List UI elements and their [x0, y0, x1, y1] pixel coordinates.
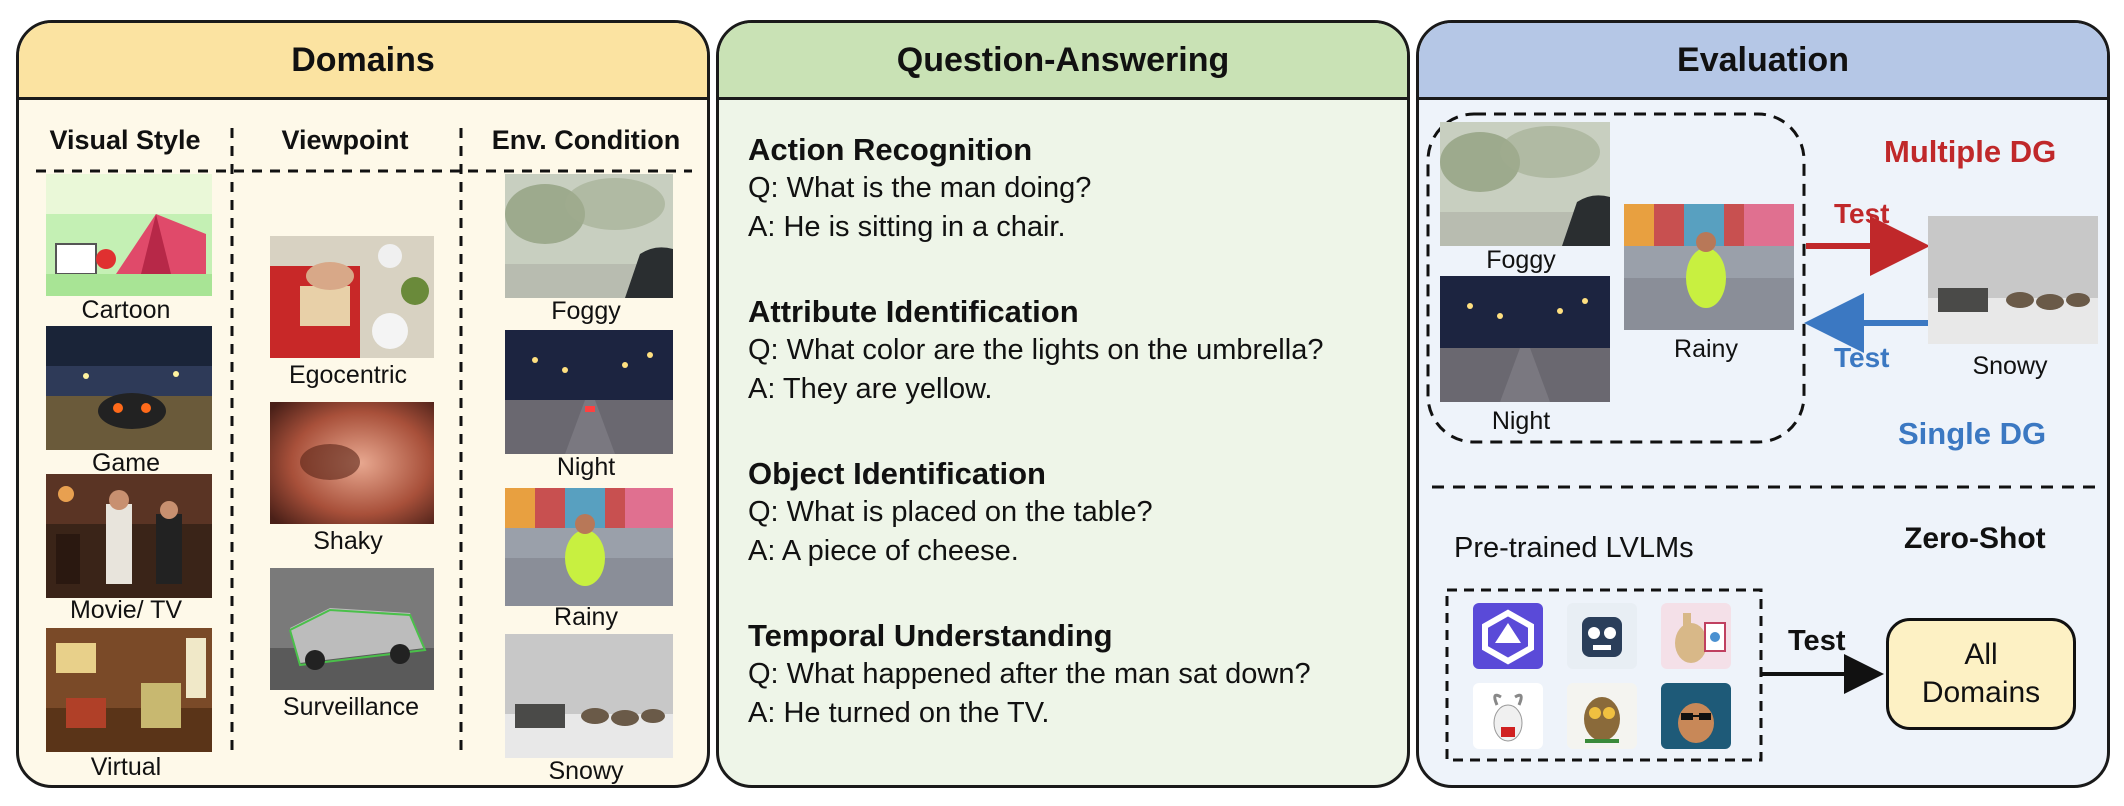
robot-llama-icon — [1567, 603, 1637, 669]
all-domains-box: All Domains — [1886, 618, 2076, 730]
col-visual-style: Visual Style — [49, 125, 201, 155]
label-game: Game — [91, 449, 161, 477]
qa-header: Question-Answering — [719, 23, 1407, 100]
qa-item-question-2: Q: What color are the lights on the umbr… — [748, 334, 1324, 366]
thumb-virtual — [46, 628, 212, 752]
owl-icon — [1567, 683, 1637, 749]
qa-item-title-3: Object Identification — [748, 456, 1046, 491]
qa-item-answer-4: A: He turned on the TV. — [748, 697, 1050, 729]
multiple-dg-label: Multiple DG — [1884, 134, 2057, 169]
qa-panel: Question-Answering — [716, 20, 1410, 788]
evaluation-header: Evaluation — [1419, 23, 2107, 100]
qwen-logo-icon — [1473, 603, 1543, 669]
domains-title: Domains — [291, 40, 435, 79]
qa-item-answer-2: A: They are yellow. — [748, 373, 993, 405]
qa-item-question-3: Q: What is placed on the table? — [748, 496, 1153, 528]
llama-sunglasses-icon — [1661, 683, 1731, 749]
thumb-movie-tv — [46, 474, 212, 598]
single-dg-test-label: Test — [1834, 342, 1890, 373]
eval-thumb-rainy — [1624, 204, 1794, 330]
qa-title: Question-Answering — [896, 40, 1230, 79]
thumb-rainy — [505, 488, 673, 606]
eval-label-rainy: Rainy — [1674, 335, 1738, 363]
qa-item-answer-3: A: A piece of cheese. — [748, 535, 1019, 567]
label-virtual: Virtual — [90, 753, 162, 781]
label-egocentric: Egocentric — [288, 361, 408, 389]
thumb-snowy — [505, 634, 673, 758]
label-foggy: Foggy — [551, 297, 621, 325]
qa-item-question-4: Q: What happened after the man sat down? — [748, 658, 1311, 690]
zero-shot-label: Zero-Shot — [1904, 522, 2046, 555]
label-surveillance: Surveillance — [282, 693, 420, 721]
col-env-condition: Env. Condition — [491, 125, 681, 155]
col-viewpoint: Viewpoint — [281, 125, 409, 155]
domains-dividers — [36, 128, 692, 756]
eval-thumb-foggy — [1440, 122, 1610, 246]
thumb-foggy — [505, 174, 673, 298]
eval-label-night: Night — [1491, 407, 1551, 435]
qa-item-question-1: Q: What is the man doing? — [748, 172, 1092, 204]
thumb-cartoon — [46, 174, 212, 296]
single-dg-label: Single DG — [1898, 416, 2047, 451]
all-domains-line-1: All — [1964, 638, 1998, 671]
label-cartoon: Cartoon — [81, 296, 171, 324]
qa-item-title-4: Temporal Understanding — [748, 618, 1113, 653]
lvlm-box — [1445, 588, 1763, 762]
zero-shot-test-label: Test — [1788, 625, 1846, 657]
eval-thumb-snowy — [1928, 216, 2098, 344]
pretrained-lvlms-label: Pre-trained LVLMs — [1454, 532, 1694, 564]
label-movie-tv: Movie/ TV — [69, 596, 183, 624]
label-night: Night — [556, 453, 616, 481]
source-domains-box — [1426, 112, 1806, 444]
label-shaky: Shaky — [313, 527, 383, 555]
eval-label-foggy: Foggy — [1486, 246, 1556, 274]
qa-item-title-2: Attribute Identification — [748, 294, 1079, 329]
thumb-game — [46, 326, 212, 450]
eval-thumb-night — [1440, 276, 1610, 402]
all-domains-line-2: Domains — [1921, 676, 2041, 709]
qa-item-answer-1: A: He is sitting in a chair. — [748, 211, 1066, 243]
evaluation-title: Evaluation — [1677, 40, 1849, 79]
thumb-surveillance — [270, 568, 434, 690]
label-snowy: Snowy — [548, 757, 624, 785]
qa-item-title-1: Action Recognition — [748, 132, 1033, 167]
eval-label-snowy: Snowy — [1972, 352, 2048, 380]
thumb-night — [505, 330, 673, 454]
goat-icon — [1473, 683, 1543, 749]
domains-header: Domains — [19, 23, 707, 100]
multiple-dg-test-label: Test — [1834, 198, 1890, 229]
label-rainy: Rainy — [554, 603, 618, 631]
thumb-shaky — [270, 402, 434, 524]
llama-artist-icon — [1661, 603, 1731, 669]
thumb-egocentric — [270, 236, 434, 358]
